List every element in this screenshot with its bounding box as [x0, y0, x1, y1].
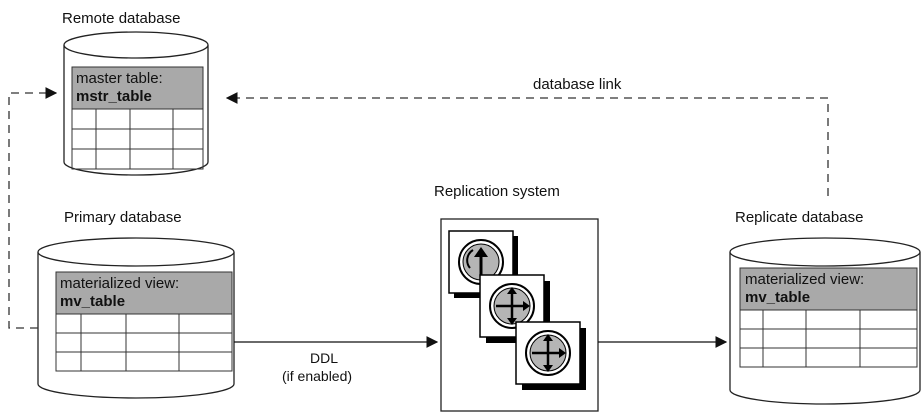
ddl-label: DDL	[310, 350, 338, 366]
primary-materialized-view-table: materialized view: mv_table	[55, 271, 233, 372]
replicate-database: Replicate database materialized view: mv…	[729, 209, 921, 405]
replicate-database-cylinder	[729, 237, 921, 405]
primary-table-name: mv_table	[60, 293, 125, 310]
replication-system: Replication system	[434, 183, 599, 412]
ddl-connector: DDL (if enabled)	[234, 336, 439, 384]
replicate-table-name: mv_table	[745, 289, 810, 306]
master-table-caption: master table:	[76, 70, 163, 87]
database-link-label: database link	[533, 76, 622, 93]
master-table: master table: mstr_table	[71, 66, 204, 170]
primary-database: Primary database materialized view: mv_t…	[37, 209, 235, 399]
primary-table-caption: materialized view:	[60, 275, 179, 292]
ddl-note-label: (if enabled)	[282, 368, 352, 384]
primary-to-remote-connector	[8, 87, 58, 329]
remote-database-label: Remote database	[62, 10, 180, 27]
replication-system-label: Replication system	[434, 183, 560, 200]
replication-cross-arrows-icon	[515, 321, 586, 390]
master-table-name: mstr_table	[76, 88, 152, 105]
replicate-materialized-view-table: materialized view: mv_table	[739, 267, 918, 368]
replicate-table-caption: materialized view:	[745, 271, 864, 288]
remote-database: Remote database master table: mstr_table	[62, 10, 209, 176]
replicate-database-label: Replicate database	[735, 209, 863, 226]
primary-database-cylinder	[37, 237, 235, 399]
database-link-connector: database link	[225, 76, 829, 196]
primary-database-label: Primary database	[64, 209, 182, 226]
